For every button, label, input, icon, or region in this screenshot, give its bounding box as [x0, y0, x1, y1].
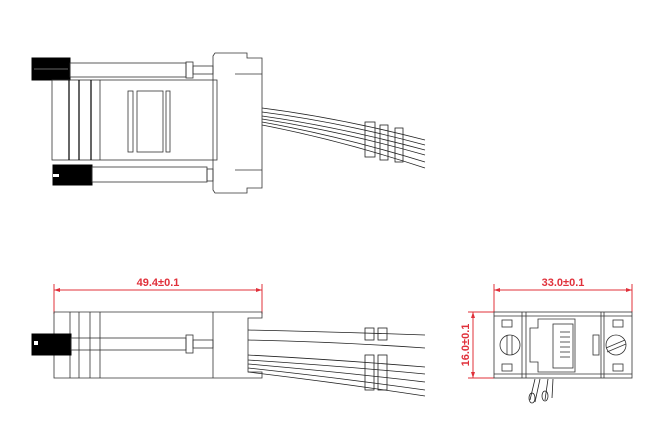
connector-face [493, 311, 633, 379]
side-view: 49.4±0.1 [31, 277, 426, 397]
label-window [136, 90, 164, 153]
flange [212, 52, 263, 194]
screw-left [499, 334, 521, 356]
height-dimension: 16.0±0.1 [460, 324, 472, 367]
connector-body-side [53, 311, 263, 379]
top-view [31, 52, 426, 194]
rj45-jack [529, 318, 576, 373]
wire-bundle-top [261, 107, 426, 169]
length-dimension: 49.4±0.1 [137, 277, 180, 289]
wire-stubs [528, 378, 554, 404]
end-view: 33.0±0.1 16.0±0.1 [460, 277, 633, 404]
wire-bundle-side [247, 327, 426, 397]
width-dimension: 33.0±0.1 [542, 277, 585, 289]
screw-right [605, 334, 627, 356]
connector-body [51, 79, 218, 161]
